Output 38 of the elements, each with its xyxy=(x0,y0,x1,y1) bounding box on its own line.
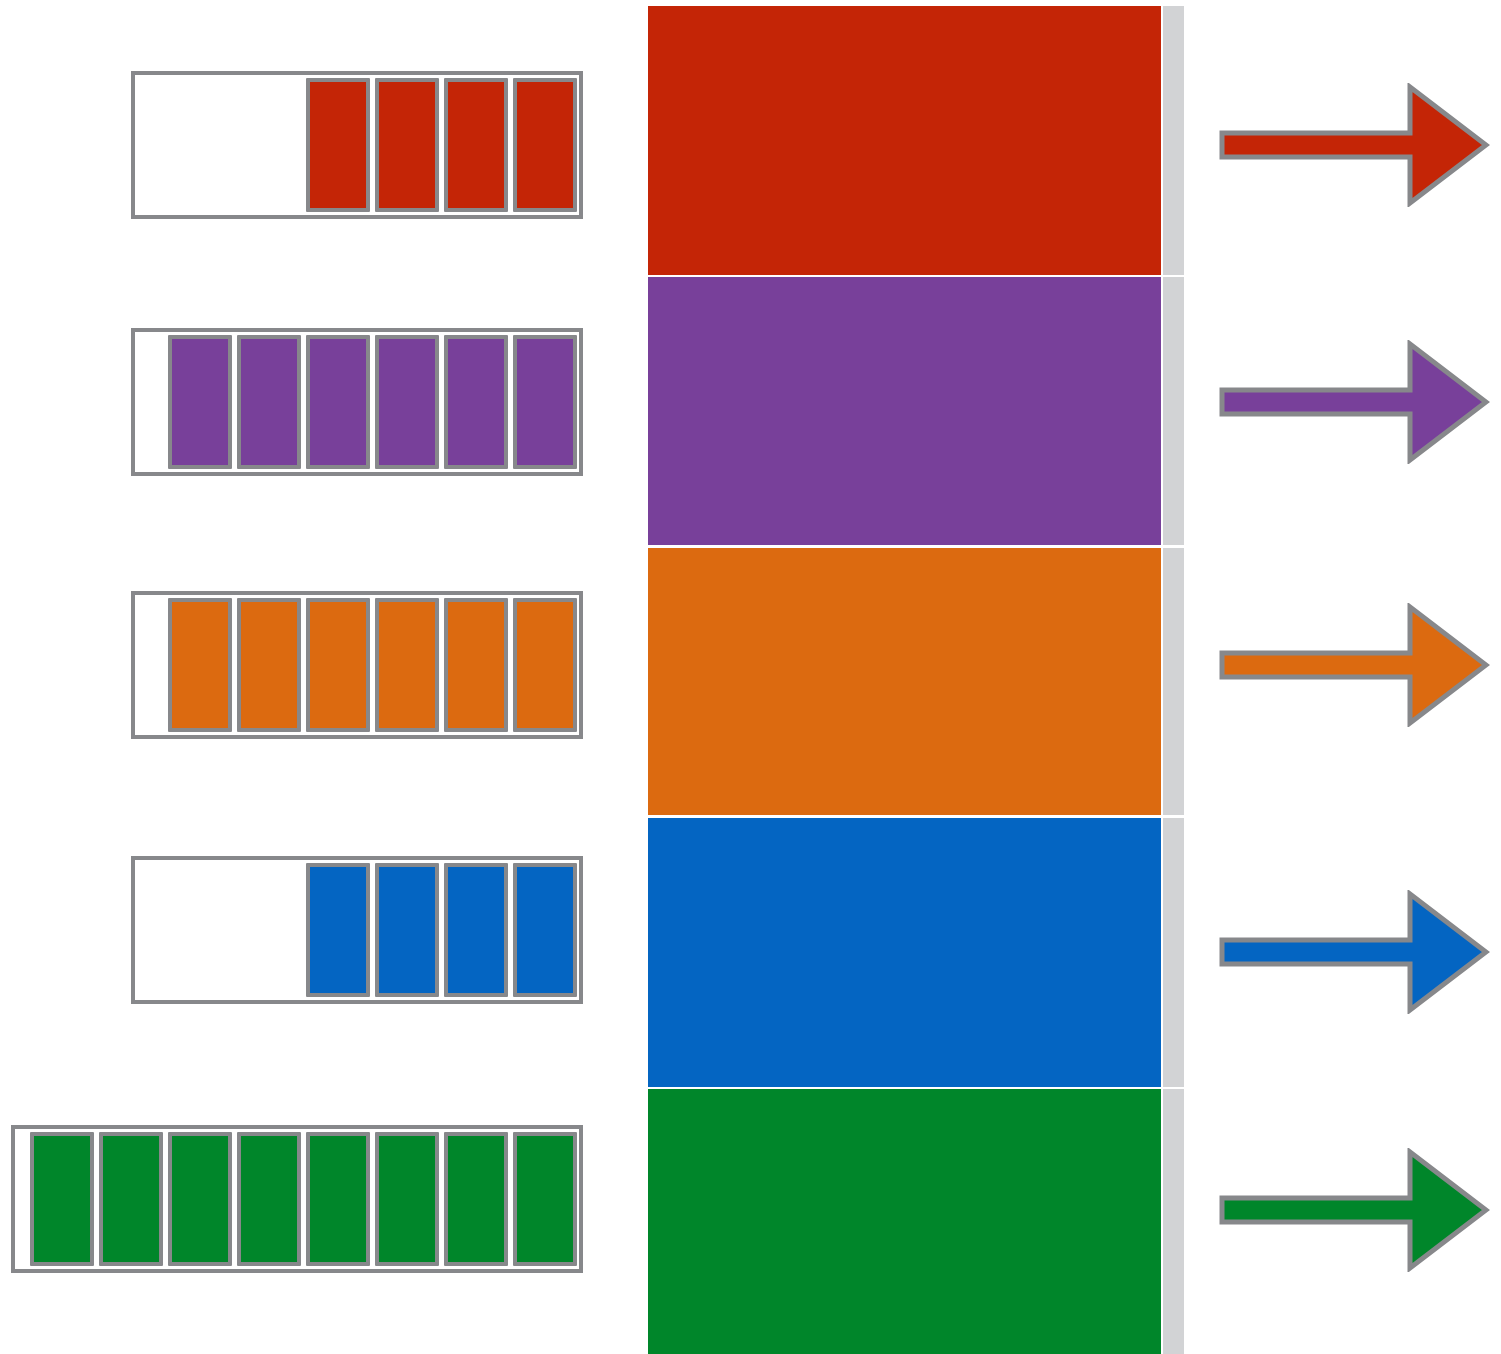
segment-bar xyxy=(306,335,370,469)
segment-bar xyxy=(306,598,370,732)
segment-bar xyxy=(99,1132,163,1266)
color-band xyxy=(648,277,1161,545)
color-band xyxy=(648,1089,1161,1354)
segment-bar xyxy=(30,1132,94,1266)
segment-frame xyxy=(11,1125,583,1273)
segment-bar xyxy=(306,863,370,997)
segment-bar xyxy=(375,1132,439,1266)
segment-bar xyxy=(513,335,577,469)
segment-bar xyxy=(375,863,439,997)
segment-bar xyxy=(375,78,439,212)
segment-bar xyxy=(168,335,232,469)
segment-bar xyxy=(237,335,301,469)
segment-bar xyxy=(444,78,508,212)
segment-bar xyxy=(168,598,232,732)
segment-bar xyxy=(444,1132,508,1266)
segment-frame xyxy=(131,856,583,1004)
segment-bar xyxy=(444,598,508,732)
segment-frame xyxy=(131,328,583,476)
segment-bar xyxy=(237,1132,301,1266)
segment-bar xyxy=(306,78,370,212)
segment-bar xyxy=(513,863,577,997)
color-band xyxy=(648,818,1161,1087)
segment-bar xyxy=(375,598,439,732)
segment-bar xyxy=(444,863,508,997)
segment-bar xyxy=(513,598,577,732)
segment-bar xyxy=(375,335,439,469)
color-band xyxy=(648,6,1161,275)
segment-bar xyxy=(513,1132,577,1266)
segment-bar xyxy=(513,78,577,212)
color-band xyxy=(648,548,1161,815)
segment-bar xyxy=(306,1132,370,1266)
segment-frame xyxy=(131,591,583,739)
segment-frame xyxy=(131,71,583,219)
segment-bar xyxy=(444,335,508,469)
segment-bar xyxy=(168,1132,232,1266)
segment-bar xyxy=(237,598,301,732)
